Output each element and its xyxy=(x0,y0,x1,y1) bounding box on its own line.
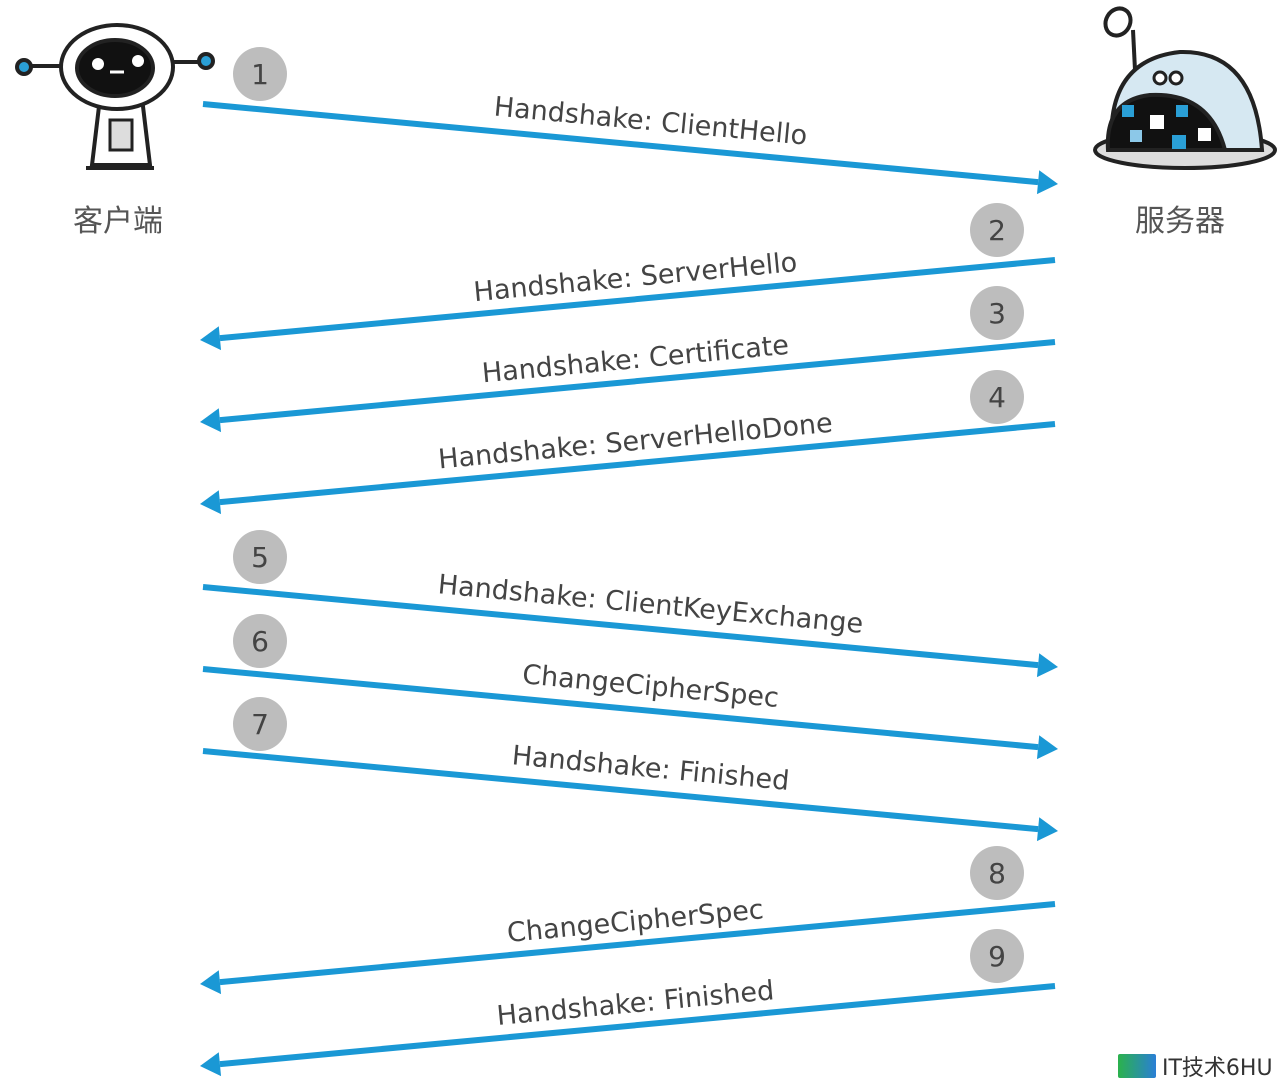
message-arrow-line xyxy=(219,421,1056,506)
arrowhead-icon xyxy=(200,408,222,433)
server-label: 服务器 xyxy=(1135,204,1225,239)
arrowhead-icon xyxy=(200,490,222,515)
step-number: 9 xyxy=(988,940,1006,973)
step-badge: 4 xyxy=(970,370,1024,424)
message-arrow-line xyxy=(202,748,1039,833)
arrowhead-icon xyxy=(200,326,222,351)
message-arrow-line xyxy=(219,257,1056,342)
message-label: ChangeCipherSpec xyxy=(521,659,780,714)
step-number: 6 xyxy=(251,625,269,658)
step-badge: 2 xyxy=(970,203,1024,257)
message-label: Handshake: ClientHello xyxy=(493,92,809,152)
step-badge: 8 xyxy=(970,846,1024,900)
message-arrow-line xyxy=(202,584,1039,669)
arrowhead-icon xyxy=(1036,653,1058,678)
step-badge: 1 xyxy=(233,47,287,101)
step-number: 2 xyxy=(988,214,1006,247)
step-badge: 3 xyxy=(970,286,1024,340)
message-arrow-line xyxy=(219,983,1056,1068)
step-badge: 9 xyxy=(970,929,1024,983)
message-arrow-line xyxy=(202,101,1039,186)
message-arrow-line xyxy=(219,901,1056,986)
step-badge: 6 xyxy=(233,614,287,668)
watermark-text: IT技术6HU xyxy=(1162,1056,1273,1081)
step-number: 3 xyxy=(988,297,1006,330)
step-number: 7 xyxy=(251,708,269,741)
arrowhead-icon xyxy=(1036,817,1058,842)
step-number: 1 xyxy=(251,58,269,91)
step-number: 5 xyxy=(251,541,269,574)
arrowhead-icon xyxy=(1036,170,1058,195)
client-label: 客户端 xyxy=(73,204,163,239)
arrowhead-icon xyxy=(1036,735,1058,760)
arrowhead-icon xyxy=(200,970,222,995)
message-7: Handshake: Finished 7 xyxy=(202,697,1058,842)
server-robot-icon xyxy=(1093,6,1277,170)
arrowhead-icon xyxy=(200,1052,222,1077)
step-number: 4 xyxy=(988,381,1006,414)
watermark: IT技术6HU xyxy=(1118,1050,1273,1082)
client-robot-icon xyxy=(15,23,215,170)
message-arrow-line xyxy=(219,339,1056,424)
message-1: Handshake: ClientHello 1 xyxy=(202,47,1058,195)
message-label: Handshake: Finished xyxy=(511,740,791,797)
watermark-logo-icon xyxy=(1118,1054,1156,1078)
step-badge: 7 xyxy=(233,697,287,751)
message-6: ChangeCipherSpec 6 xyxy=(202,614,1058,760)
step-badge: 5 xyxy=(233,530,287,584)
message-arrow-line xyxy=(202,666,1039,751)
step-number: 8 xyxy=(988,857,1006,890)
